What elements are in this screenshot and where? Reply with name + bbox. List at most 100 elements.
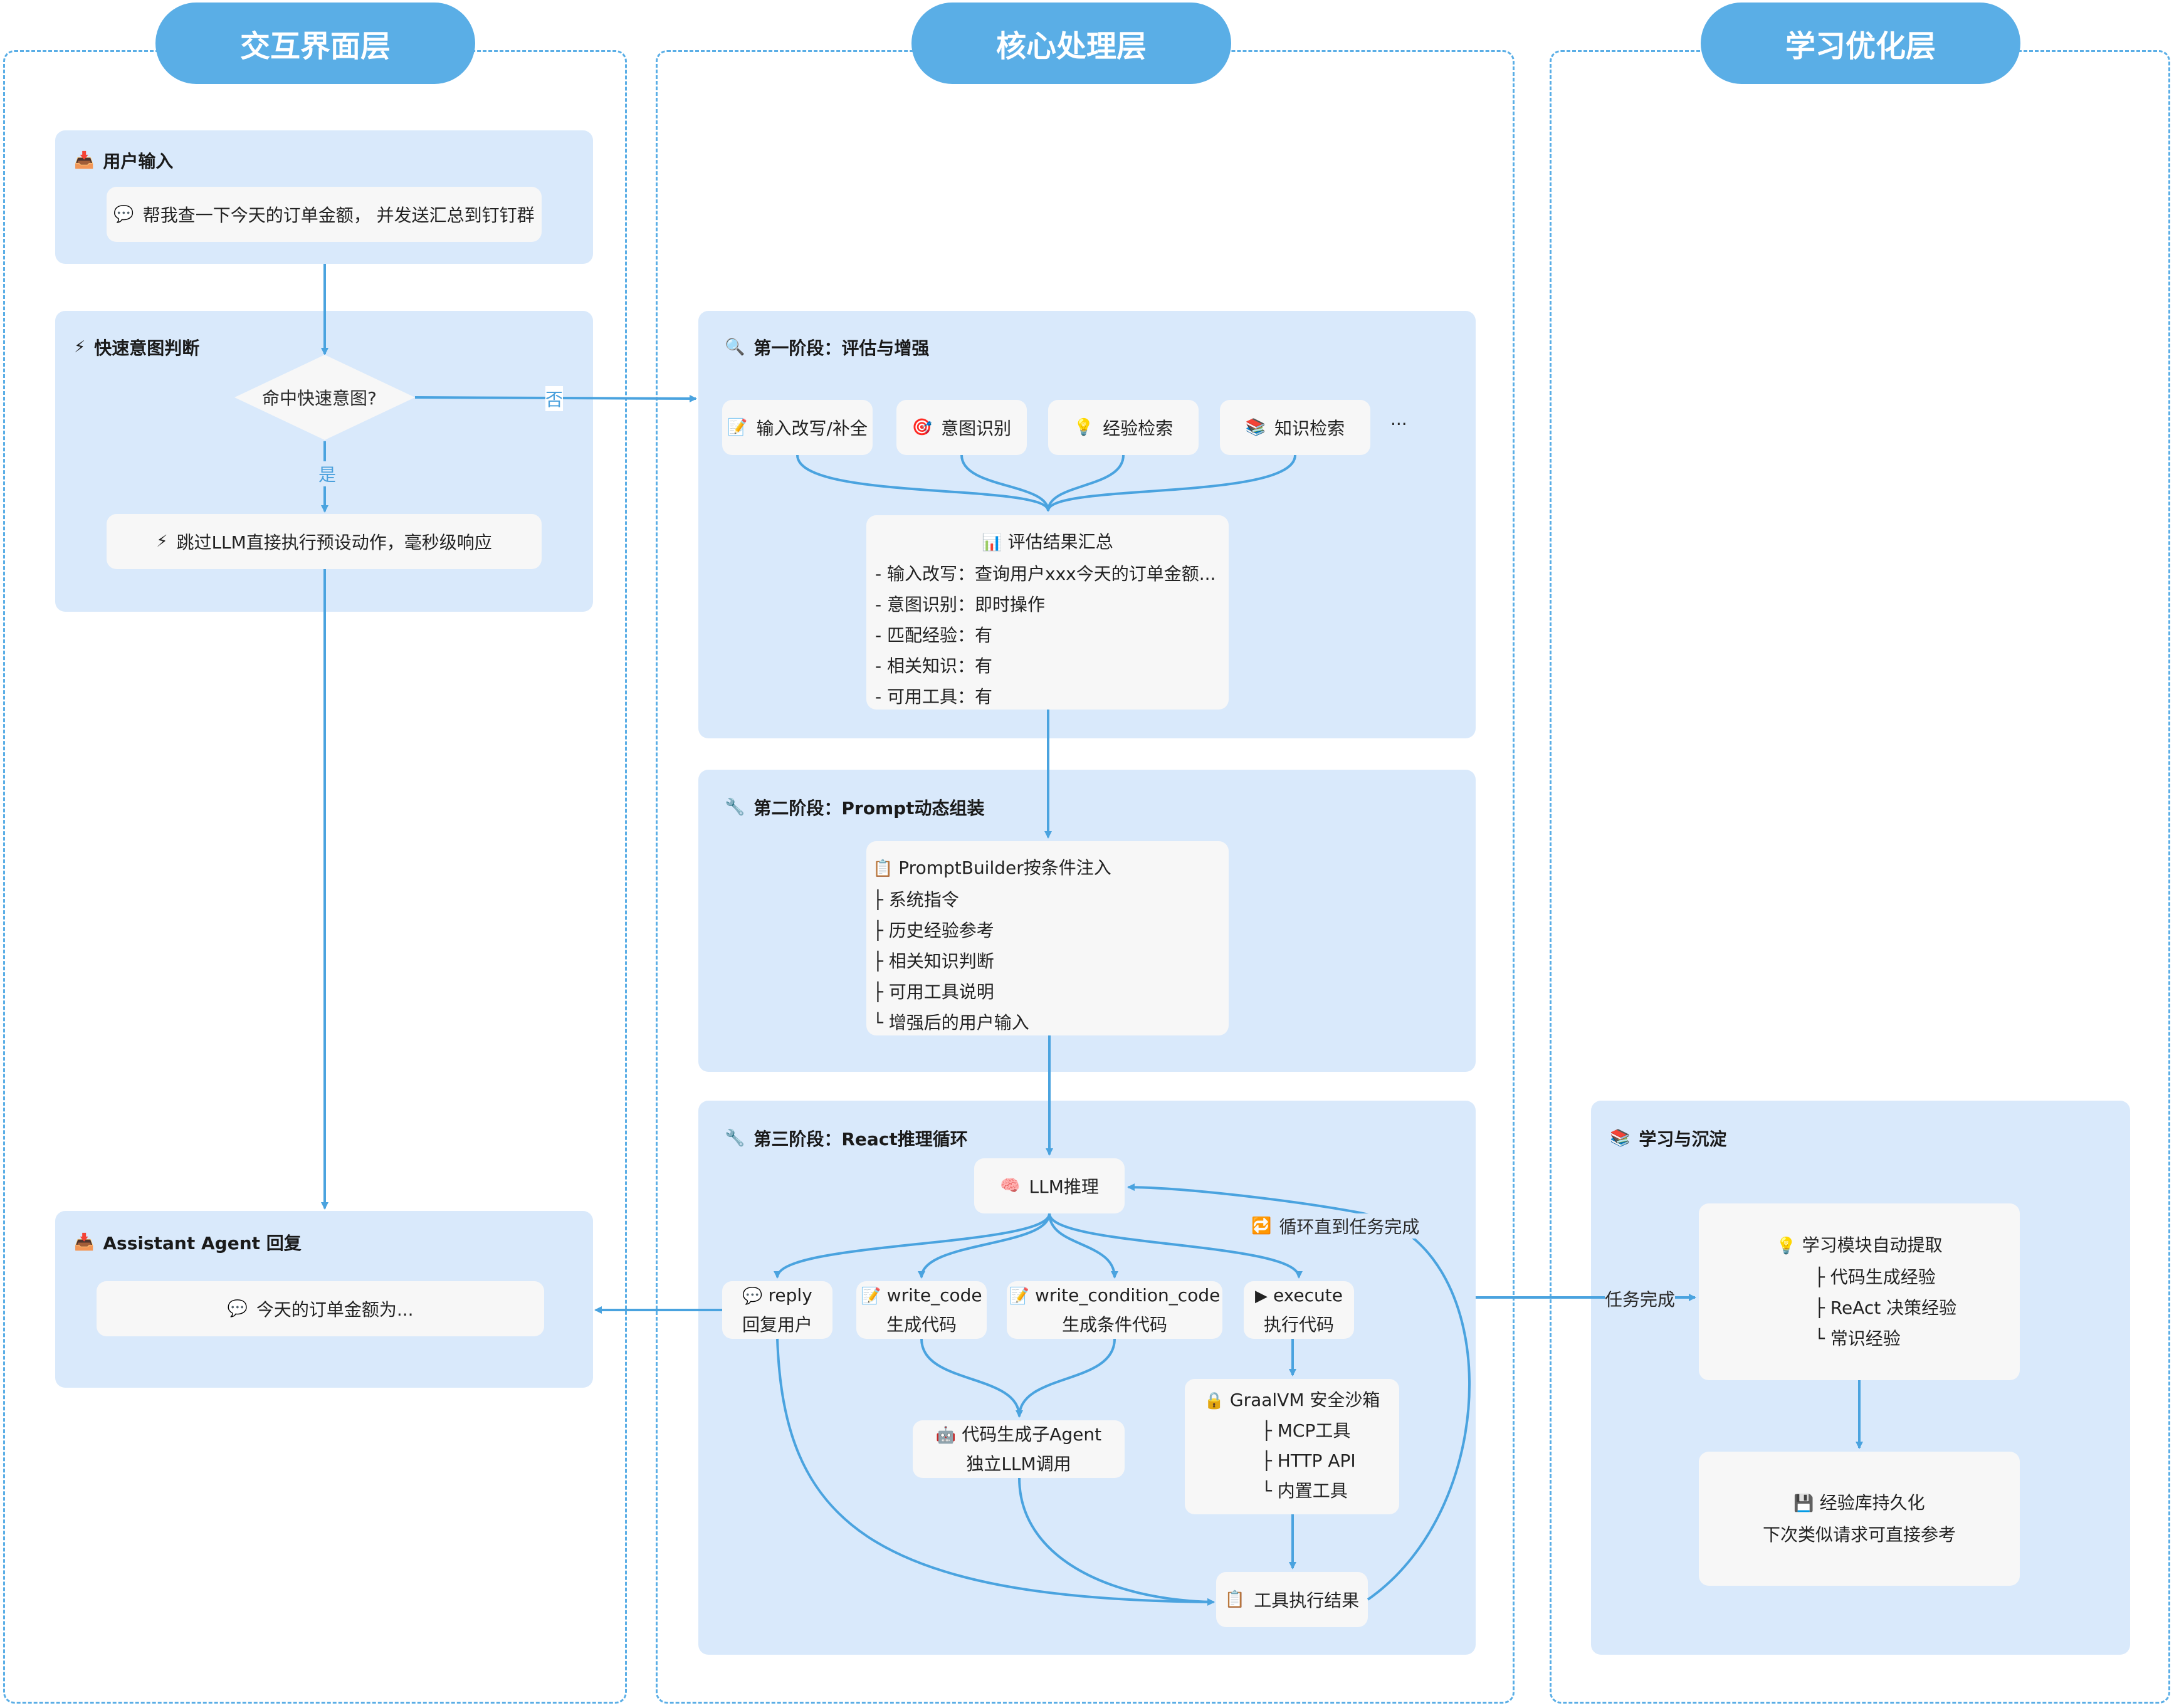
eval-line: - 可用工具：有: [875, 686, 993, 707]
llm-reasoning-node: 🧠 LLM推理: [974, 1158, 1125, 1213]
eval-summary-title: 评估结果汇总: [1007, 532, 1113, 552]
tool-execute-name: execute: [1273, 1284, 1343, 1306]
decision-text: 命中快速意图?: [262, 388, 377, 409]
code-subagent-name: 代码生成子Agent: [962, 1423, 1102, 1445]
tool-result-label: 工具执行结果: [1254, 1590, 1360, 1611]
lightbulb-icon: 💡: [1776, 1237, 1797, 1255]
eval-line: - 输入改写：查询用户xxx今天的订单金额...: [875, 563, 1216, 584]
decision-diamond: [234, 355, 415, 440]
persist-title: 经验库持久化: [1819, 1492, 1925, 1513]
step-experience-label: 经验检索: [1103, 418, 1174, 439]
sandbox-line: └ 内置工具: [1261, 1480, 1348, 1501]
eval-summary-card: 📊 评估结果汇总 - 输入改写：查询用户xxx今天的订单金额... - 意图识别…: [866, 515, 1229, 710]
extract-line: ├ 代码生成经验: [1814, 1267, 1936, 1287]
tool-reply-desc: 回复用户: [742, 1314, 812, 1335]
memo-icon: 📝: [727, 418, 748, 437]
brain-icon: 🧠: [1000, 1176, 1021, 1195]
tool-write-code-desc: 生成代码: [886, 1314, 957, 1335]
user-message-text: 帮我查一下今天的订单金额， 并发送汇总到钉钉群: [142, 205, 535, 226]
user-input-panel: 📥 用户输入 💬 帮我查一下今天的订单金额， 并发送汇总到钉钉群: [55, 130, 593, 264]
wrench-icon: 🔧: [725, 1129, 745, 1148]
experience-persist-card: 💾 经验库持久化 下次类似请求可直接参考: [1699, 1452, 2020, 1586]
builder-line: ├ 可用工具说明: [873, 982, 994, 1002]
code-subagent-desc: 独立LLM调用: [966, 1453, 1071, 1474]
learning-extract-card: 💡 学习模块自动提取 ├ 代码生成经验 ├ ReAct 决策经验 └ 常识经验: [1699, 1203, 2020, 1380]
step-rewrite-label: 输入改写/补全: [756, 418, 868, 439]
learning-layer-title: 学习优化层: [1701, 3, 2020, 84]
tool-execute: ▶ execute 执行代码: [1244, 1281, 1354, 1339]
stage3-title: 第三阶段：React推理循环: [754, 1129, 968, 1150]
repeat-icon: 🔁: [1251, 1217, 1272, 1235]
memo-icon: 📝: [861, 1286, 881, 1306]
step-knowledge: 📚 知识检索: [1220, 400, 1370, 455]
more-steps: ···: [1390, 414, 1407, 434]
speech-bubble-icon: 💬: [227, 1299, 248, 1318]
chart-icon: 📊: [982, 533, 1002, 552]
learning-title: 学习与沉淀: [1639, 1129, 1727, 1150]
fast-action-card: ⚡ 跳过LLM直接执行预设动作，毫秒级响应: [107, 514, 542, 569]
learning-extract-title: 学习模块自动提取: [1802, 1235, 1943, 1255]
code-subagent-node: 🤖 代码生成子Agent 独立LLM调用: [913, 1420, 1125, 1478]
loop-label-text: 循环直到任务完成: [1279, 1217, 1420, 1237]
persist-desc: 下次类似请求可直接参考: [1762, 1524, 1956, 1545]
sandbox-card: 🔒 GraalVM 安全沙箱 ├ MCP工具 ├ HTTP API └ 内置工具: [1185, 1379, 1399, 1514]
clipboard-icon: 📋: [1224, 1590, 1246, 1609]
prompt-builder-card: 📋 PromptBuilder按条件注入 ├ 系统指令 ├ 历史经验参考 ├ 相…: [866, 841, 1229, 1035]
tool-result-node: 📋 工具执行结果: [1216, 1572, 1368, 1627]
loop-label: 🔁 循环直到任务完成: [1251, 1213, 1420, 1239]
robot-icon: 🤖: [935, 1425, 957, 1445]
agent-reply-card: 💬 今天的订单金额为...: [97, 1281, 544, 1336]
magnifier-icon: 🔍: [725, 338, 745, 357]
tool-write-code: 📝 write_code 生成代码: [856, 1281, 987, 1339]
target-icon: 🎯: [911, 418, 933, 437]
builder-line: └ 增强后的用户输入: [873, 1012, 1029, 1033]
agent-reply-title: Assistant Agent 回复: [103, 1233, 302, 1254]
sandbox-line: ├ MCP工具: [1261, 1420, 1351, 1441]
tool-write-condition-code: 📝 write_condition_code 生成条件代码: [1007, 1281, 1222, 1339]
llm-reasoning-label: LLM推理: [1029, 1176, 1099, 1197]
eval-line: - 匹配经验：有: [875, 625, 993, 646]
fast-action-text: 跳过LLM直接执行预设动作，毫秒级响应: [176, 532, 492, 553]
step-intent: 🎯 意图识别: [896, 400, 1027, 455]
lightning-icon: ⚡: [156, 532, 168, 551]
task-done-label: 任务完成: [1605, 1286, 1676, 1311]
user-message-card: 💬 帮我查一下今天的订单金额， 并发送汇总到钉钉群: [107, 187, 542, 242]
tool-reply-name: reply: [768, 1284, 812, 1306]
step-experience: 💡 经验检索: [1048, 400, 1199, 455]
inbox-icon: 📥: [74, 1233, 95, 1252]
eval-line: - 意图识别：即时操作: [875, 594, 1046, 615]
extract-line: ├ ReAct 决策经验: [1814, 1297, 1957, 1318]
step-rewrite: 📝 输入改写/补全: [722, 400, 873, 455]
agent-reply-panel: 📥 Assistant Agent 回复 💬 今天的订单金额为...: [55, 1211, 593, 1388]
inbox-icon: 📥: [74, 151, 95, 170]
lightning-icon: ⚡: [74, 338, 86, 357]
lock-icon: 🔒: [1204, 1391, 1224, 1410]
builder-line: ├ 系统指令: [873, 889, 959, 910]
builder-line: ├ 历史经验参考: [873, 920, 994, 941]
decision-no-label: 否: [545, 386, 564, 411]
wrench-icon: 🔧: [725, 798, 745, 817]
user-input-title: 用户输入: [103, 151, 174, 172]
agent-reply-text: 今天的订单金额为...: [256, 1299, 414, 1320]
memo-icon: 📝: [1009, 1286, 1030, 1306]
decision-yes-label: 是: [318, 461, 337, 486]
step-intent-label: 意图识别: [941, 418, 1012, 439]
sandbox-title: GraalVM 安全沙箱: [1229, 1390, 1380, 1410]
speech-bubble-icon: 💬: [113, 205, 134, 224]
extract-line: └ 常识经验: [1814, 1328, 1901, 1349]
speech-bubble-icon: 💬: [742, 1286, 763, 1306]
builder-line: ├ 相关知识判断: [873, 951, 994, 972]
tool-write-code-name: write_code: [886, 1284, 982, 1306]
floppy-disk-icon: 💾: [1793, 1494, 1814, 1513]
eval-line: - 相关知识：有: [875, 656, 993, 676]
step-knowledge-label: 知识检索: [1274, 418, 1345, 439]
books-icon: 📚: [1610, 1129, 1630, 1148]
stage1-title: 第一阶段：评估与增强: [754, 338, 930, 359]
play-icon: ▶: [1255, 1286, 1268, 1306]
tool-execute-desc: 执行代码: [1263, 1314, 1334, 1335]
fast-intent-title: 快速意图判断: [94, 338, 200, 359]
prompt-builder-title: PromptBuilder按条件注入: [898, 857, 1111, 878]
core-layer-title: 核心处理层: [911, 3, 1231, 84]
tool-reply: 💬 reply 回复用户: [722, 1281, 832, 1339]
